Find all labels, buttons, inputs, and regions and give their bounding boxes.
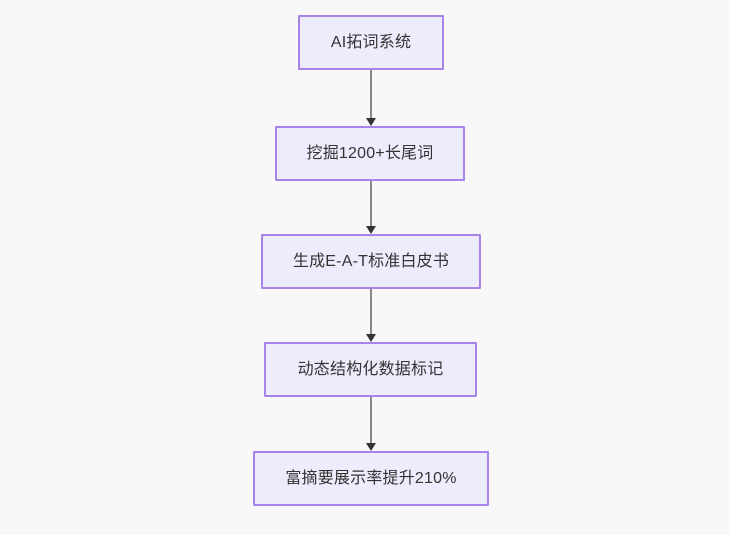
edge-line <box>370 289 372 335</box>
flow-edge-1-to-2 <box>364 70 378 126</box>
arrow-head-icon <box>366 334 376 342</box>
flow-edge-3-to-4 <box>364 289 378 342</box>
flow-node-2-label: 挖掘1200+长尾词 <box>306 144 434 162</box>
flow-node-3-label: 生成E-A-T标准白皮书 <box>292 252 450 270</box>
flow-edge-2-to-3 <box>364 181 378 234</box>
flow-node-1-label: AI拓词系统 <box>330 33 412 51</box>
arrow-head-icon <box>366 118 376 126</box>
flow-edge-4-to-5 <box>364 397 378 451</box>
flow-node-5-label: 富摘要展示率提升210% <box>285 469 457 487</box>
arrow-head-icon <box>366 226 376 234</box>
flow-node-4[interactable]: 动态结构化数据标记 <box>264 342 477 397</box>
flow-node-3[interactable]: 生成E-A-T标准白皮书 <box>261 234 481 289</box>
arrow-head-icon <box>366 443 376 451</box>
edge-line <box>370 181 372 227</box>
flow-node-1[interactable]: AI拓词系统 <box>298 15 444 70</box>
flow-node-4-label: 动态结构化数据标记 <box>297 360 444 378</box>
edge-line <box>370 397 372 444</box>
flow-node-5[interactable]: 富摘要展示率提升210% <box>253 451 489 506</box>
flow-node-2[interactable]: 挖掘1200+长尾词 <box>275 126 465 181</box>
edge-line <box>370 70 372 119</box>
